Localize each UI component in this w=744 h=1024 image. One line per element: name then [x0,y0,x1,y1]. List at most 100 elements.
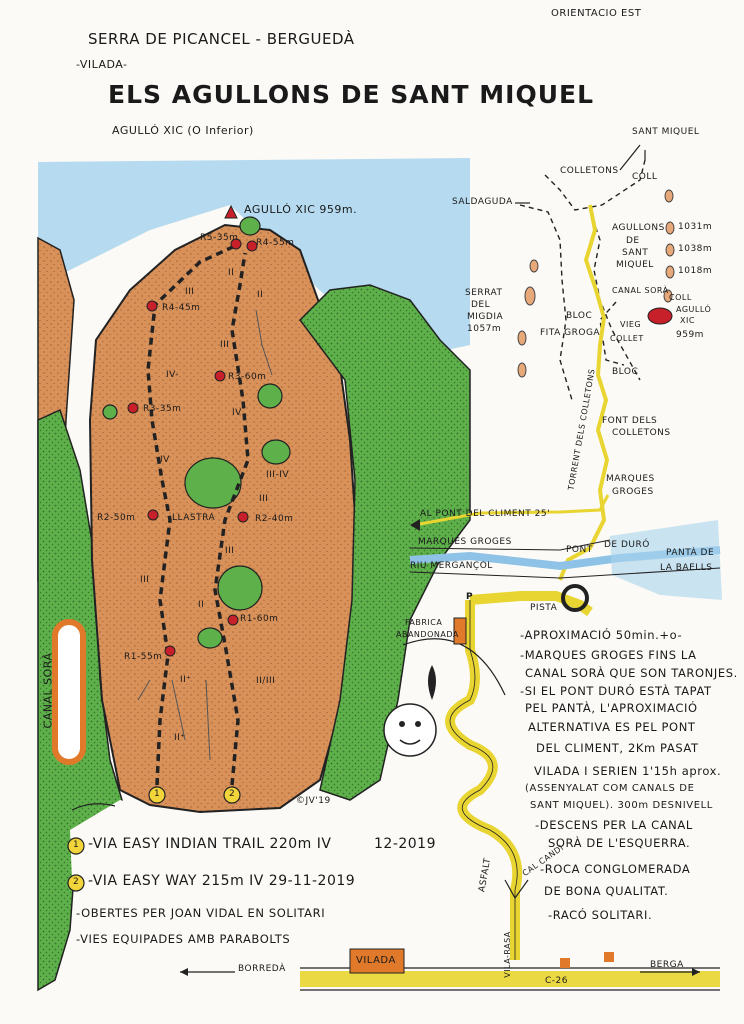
map-canal-sora: CANAL SORÀ [612,286,669,295]
map-vilada: VILADA [356,955,396,966]
note-line: VILADA I SERIEN 1'15h aprox. [534,764,722,778]
route-number: 1 [154,789,161,799]
map-colletons: COLLETONS [560,166,619,176]
map-panta: PANTÀ DE [666,548,715,558]
map-height: 1018m [678,266,713,276]
note-line: -APROXIMACIÓ 50min.+o- [520,628,683,642]
map-font: COLLETONS [612,428,671,438]
map-serrat: SERRAT [465,288,503,298]
yellow-path [558,204,610,581]
map-sant-miquel: SANT MIQUEL [632,127,700,137]
grade: II [257,290,264,300]
map-pont: PONT [566,545,593,555]
grade: IV [232,408,242,418]
legend-route-number: 1 [73,840,80,850]
route-number: 2 [229,789,236,799]
map-fabrica: ABANDONADA [396,630,459,639]
grade: II⁺ [174,733,186,743]
map-panta: LA BAELLS [660,563,713,573]
map-agullo-xic: XIC [680,316,695,325]
map-borreda: BORREDÀ [238,964,286,974]
footer-line: -VIES EQUIPADES AMB PARABOLTS [76,932,291,946]
summit-label: AGULLÓ XIC 959m. [244,203,358,216]
summit-marker [224,204,238,219]
note-line: -ROCA CONGLOMERADA [540,862,691,876]
grade: IV [160,455,170,465]
note-line: -MARQUES GROGES FINS LA [520,648,697,662]
map-saldaguda: SALDAGUDA [452,197,513,207]
map-pont-climent: AL PONT DEL CLIMENT 25' [420,509,551,519]
canal-sora-label: CANAL SORÀ [41,652,55,729]
map-agullo-xic: AGULLÓ [676,305,712,314]
ranger-face-icon [383,703,437,757]
note-line: -SI EL PONT DURÓ ESTÀ TAPAT [520,684,712,698]
legend-route-number: 2 [73,877,80,887]
legend-route-text: -VIA EASY INDIAN TRAIL 220m IV [88,836,332,852]
map-marques: GROGES [612,487,654,497]
grade: II/III [256,676,276,686]
grade: III [220,340,230,350]
grade: III [185,287,195,297]
llastra-label: LLASTRA [172,513,216,523]
grade: II [198,600,205,610]
map-road: C-26 [545,976,568,986]
map-de-duro: DE DURÓ [604,540,650,550]
map-bloc2: BLOC [612,367,639,377]
grade: III [140,575,150,585]
anchor-r4-45: R4-45m [162,303,201,313]
note-line: -RACÓ SOLITARI. [548,908,653,922]
anchor-r3-35: R3-35m [143,404,182,414]
map-riu: RIU MERGANÇOL [410,561,493,571]
copyright: ©JV'19 [296,796,331,806]
map-agullons: SANT [622,248,649,258]
note-line: DE BONA QUALITAT. [544,884,669,898]
anchor-r2-50: R2-50m [97,513,136,523]
town-label: -VILADA- [76,58,128,71]
note-line: -DESCENS PER LA CANAL [535,818,693,832]
route-lines [146,244,250,786]
map-font: FONT DELS [602,416,658,426]
map-bloc: BLOC [566,311,593,321]
map-height: 1031m [678,222,713,232]
map-vila-rasa: VILA-RASA [502,931,512,978]
map-serrat: 1057m [467,324,502,334]
hatch-cracks [137,309,273,761]
map-fabrica: FABRICA [405,618,443,627]
map-marques2: MARQUES GROGES [418,537,512,547]
anchor-r5: R5-35m [200,233,239,243]
map-marques: MARQUES [606,474,655,484]
map-serrat: MIGDIA [467,312,504,322]
map-coll: COLL [632,172,658,182]
note-line: PEL PANTÀ, L'APROXIMACIÓ [525,701,698,715]
reservoir [610,520,722,600]
map-berga: BERGA [650,960,684,970]
map-agullons: DE [626,236,640,246]
map-coll2: COLL [669,293,692,302]
anchor-r2-40: R2-40m [255,514,294,524]
anchor-r1-55: R1-55m [124,652,163,662]
bushes [102,216,291,649]
anchor-points [127,238,258,657]
map-serrat: DEL [471,300,491,310]
note-line: CANAL SORÀ QUE SON TARONJES. [525,666,738,680]
note-line: DEL CLIMENT, 2Km PASAT [536,741,699,755]
anchor-r3-60: R3-60m [228,372,267,382]
map-agullons: MIQUEL [616,260,654,270]
map-pista: PISTA [530,603,558,613]
region-label: SERRA DE PICANCEL - BERGUEDÀ [88,30,355,48]
page-subtitle: AGULLÓ XIC (O Inferior) [112,124,254,137]
note-line: ALTERNATIVA ES PEL PONT [528,720,696,734]
map-height: 1038m [678,244,713,254]
orientation-label: ORIENTACIO EST [551,8,642,19]
map-agullons: AGULLONS [612,223,665,233]
map-paths [519,159,646,401]
grade: II [228,268,235,278]
grade: III [259,494,269,504]
map-parking: P [466,592,474,602]
grade: II⁺ [180,675,192,685]
map-fita: FITA GROGA [540,328,601,338]
map-collet: COLLET [610,334,644,343]
map-vieg: VIEG [620,320,642,329]
note-line: SANT MIQUEL). 300m DESNIVELL [530,800,713,811]
